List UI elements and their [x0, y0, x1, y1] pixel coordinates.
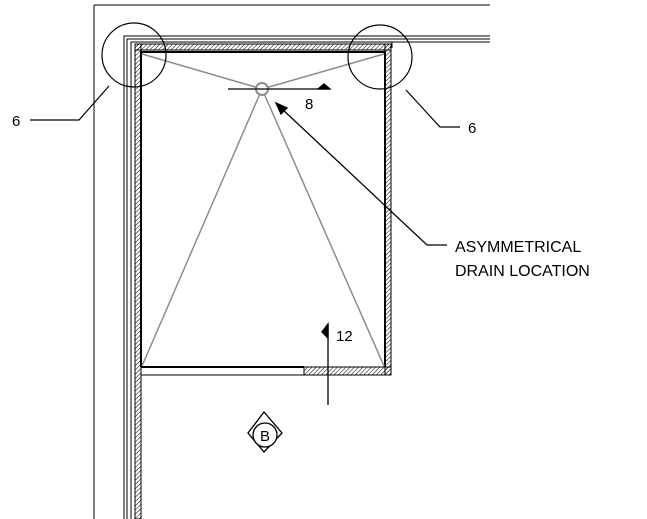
- detail-callout-right: [347, 24, 460, 128]
- wall-top-hatch: [134, 43, 392, 51]
- curb-hatch: [303, 366, 392, 376]
- elevation-marker-label: B: [260, 428, 270, 445]
- section-label-drain: 8: [305, 96, 313, 113]
- outer-room-walls: [93, 4, 490, 519]
- elevation-marker: [247, 410, 283, 453]
- detail-callout-left: [30, 22, 167, 121]
- note-line-2: DRAIN LOCATION: [455, 263, 590, 280]
- shower-pan-outline: [140, 51, 386, 368]
- wall-finish-lines: [123, 35, 490, 519]
- hatched-walls: [134, 43, 392, 519]
- note-line-1: ASYMMETRICAL: [455, 239, 581, 256]
- section-cut-drain: [228, 83, 332, 90]
- section-cut-threshold: [321, 322, 329, 405]
- detail-label-right: 6: [468, 120, 476, 137]
- drain-note-leader: [274, 101, 447, 246]
- section-label-threshold: 12: [336, 328, 353, 345]
- detail-label-left: 6: [12, 113, 20, 130]
- slope-lines: [141, 53, 385, 367]
